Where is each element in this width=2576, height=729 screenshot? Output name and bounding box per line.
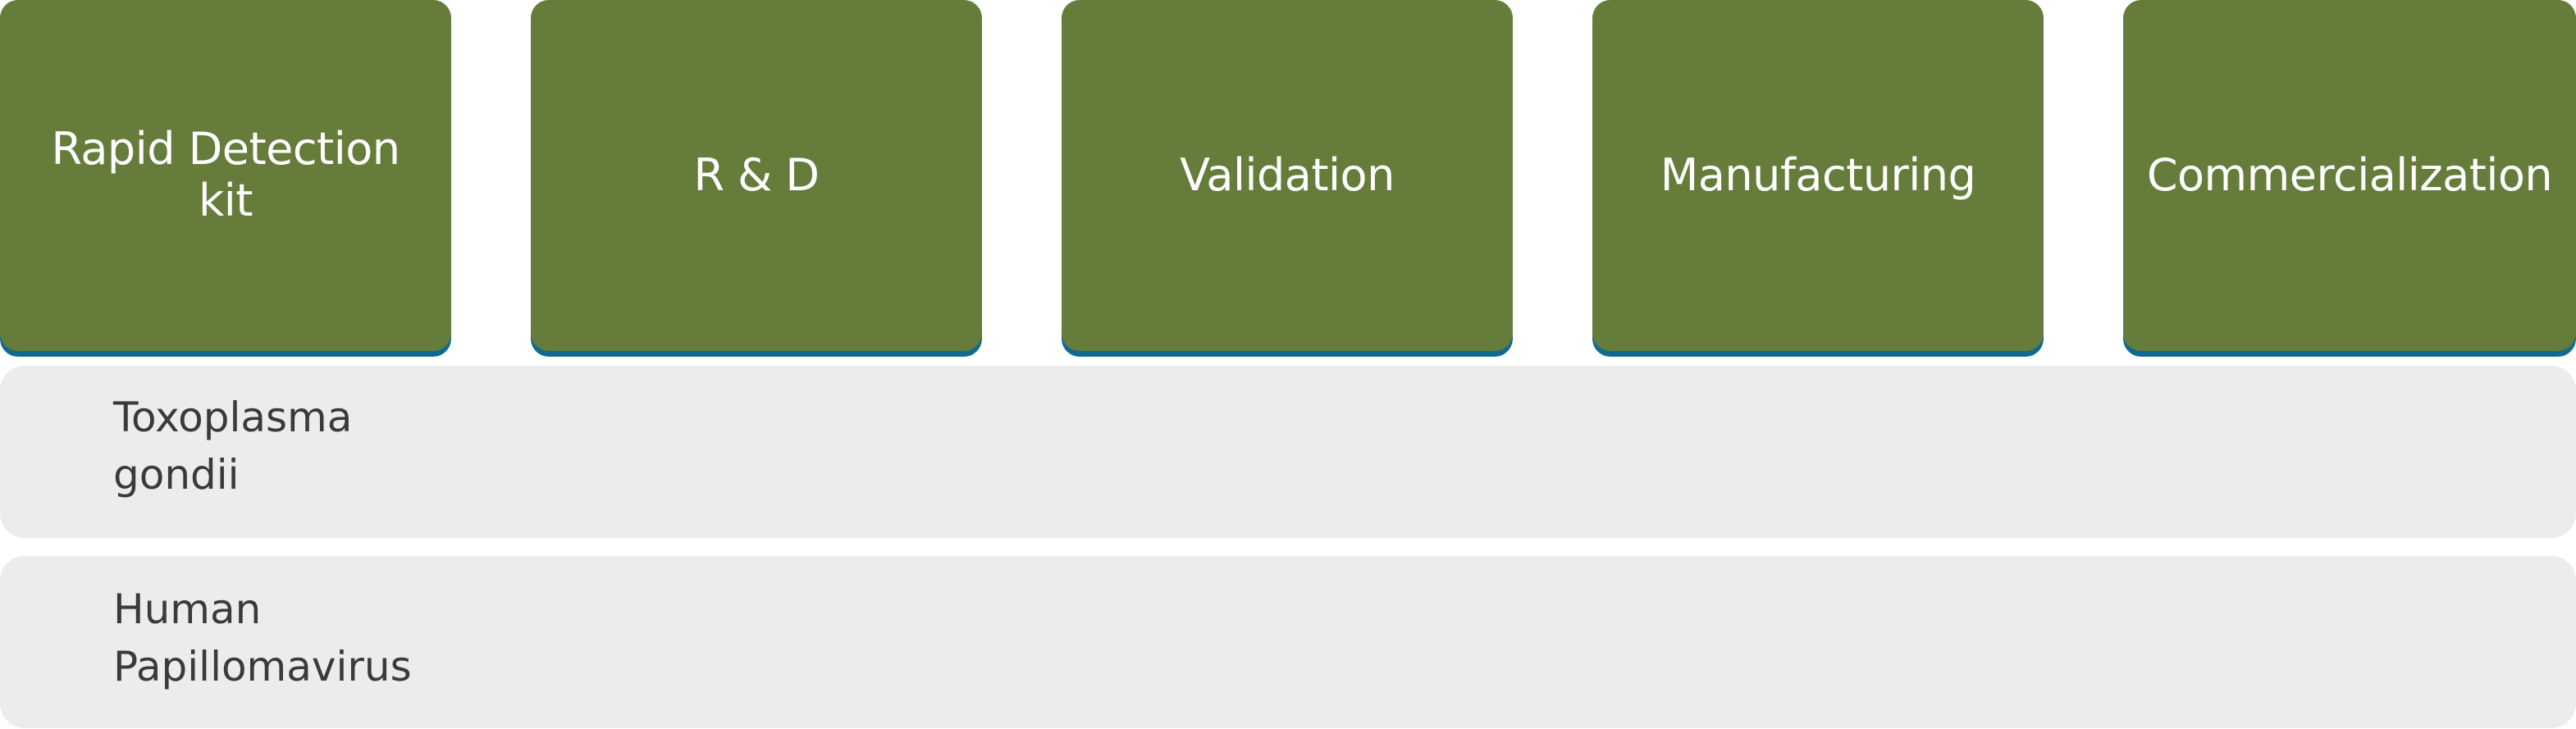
column-header-validation: Validation bbox=[1062, 0, 1513, 351]
column-header-label: Manufacturing bbox=[1660, 148, 1976, 201]
column-header-label: Rapid Detection kit bbox=[51, 123, 400, 226]
column-header-label: R & D bbox=[693, 148, 820, 201]
column-header-label: Commercialization bbox=[2146, 148, 2553, 201]
column-header-label: Validation bbox=[1180, 148, 1395, 201]
row-human-papillomavirus: Human Papillomavirus bbox=[0, 556, 2576, 728]
row-toxoplasma-gondii: Toxoplasma gondii bbox=[0, 366, 2576, 538]
column-header-manufacturing: Manufacturing bbox=[1592, 0, 2044, 351]
column-header-r-and-d: R & D bbox=[531, 0, 982, 351]
column-header-commercialization: Commercialization bbox=[2123, 0, 2576, 351]
column-header-rapid-detection-kit: Rapid Detection kit bbox=[0, 0, 451, 351]
row-label: Human Papillomavirus bbox=[113, 585, 412, 690]
row-label: Toxoplasma gondii bbox=[113, 394, 353, 499]
